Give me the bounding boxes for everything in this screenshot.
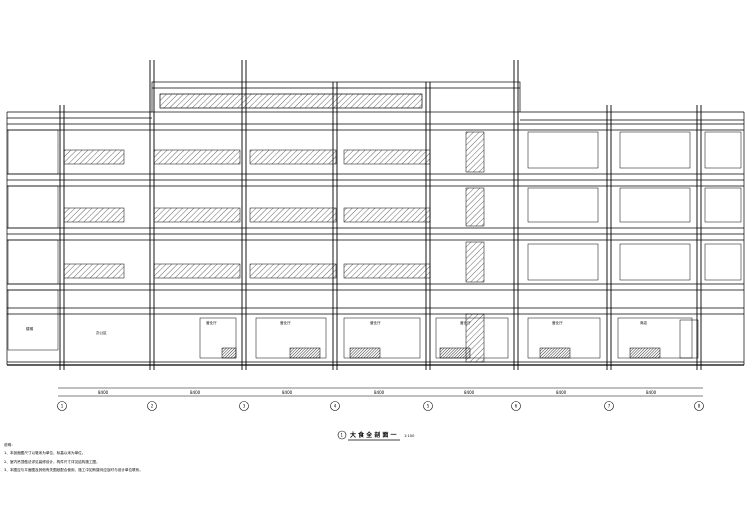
room-label: 商店 <box>640 320 648 325</box>
columns <box>59 60 702 370</box>
room-label: 营业厅 <box>460 320 471 325</box>
building-outline <box>6 81 745 366</box>
note-item: 2、室内吊顶做法详见装修设计，构件尺寸详见结构施工图。 <box>4 459 100 464</box>
axis-label: 4 <box>334 404 337 409</box>
dim-label: 8400 <box>190 390 201 395</box>
room-label: 营业厅 <box>206 320 217 325</box>
axis-label: 7 <box>608 404 611 409</box>
dim-label: 8400 <box>646 390 657 395</box>
side-label: 楼梯 <box>26 326 34 331</box>
dim-label: 8400 <box>464 390 475 395</box>
room-label: 营业厅 <box>280 320 291 325</box>
dimension-labels: 8400 8400 8400 8400 8400 8400 8400 <box>98 390 657 395</box>
title-number: 1 <box>341 433 344 438</box>
shaft-left <box>7 129 59 351</box>
axis-label: 1 <box>61 404 64 409</box>
dim-label: 8400 <box>98 390 109 395</box>
title-scale: 1:100 <box>404 434 415 438</box>
axis-labels: 1 2 3 4 5 6 7 8 <box>61 404 701 409</box>
notes-heading: 说明： <box>4 443 15 447</box>
room-label: 营业厅 <box>552 320 563 325</box>
axis-bubbles <box>57 401 704 411</box>
drawing-title: 1 大 食 全 剖 面 一 1:100 <box>337 430 415 441</box>
dimension-line <box>58 387 703 397</box>
dim-label: 8400 <box>282 390 293 395</box>
axis-label: 6 <box>515 404 518 409</box>
right-wing-detail <box>527 131 742 281</box>
room-label: 营业厅 <box>370 320 381 325</box>
axis-label: 2 <box>151 404 154 409</box>
note-item: 3、本图应与平面图及其他有关图纸配合使用，施工中如有疑问应及时与设计单位联系。 <box>4 467 143 472</box>
notes-block: 说明： 1、本剖面图尺寸以毫米为单位，标高以米为单位。 2、室内吊顶做法详见装修… <box>4 441 364 474</box>
note-item: 1、本剖面图尺寸以毫米为单位，标高以米为单位。 <box>4 451 86 456</box>
room-label: 办公区 <box>96 330 107 335</box>
dim-label: 8400 <box>556 390 567 395</box>
title-text: 大 食 全 剖 面 一 <box>350 431 396 439</box>
ground-shopfronts <box>199 313 699 363</box>
axis-label: 5 <box>427 404 430 409</box>
hatched-beams <box>63 131 485 283</box>
floor-slabs <box>7 123 744 315</box>
axis-label: 8 <box>698 404 701 409</box>
dim-label: 8400 <box>374 390 385 395</box>
room-labels: 办公区 营业厅 营业厅 营业厅 营业厅 营业厅 商店 楼梯 <box>26 320 648 335</box>
axis-label: 3 <box>243 404 246 409</box>
